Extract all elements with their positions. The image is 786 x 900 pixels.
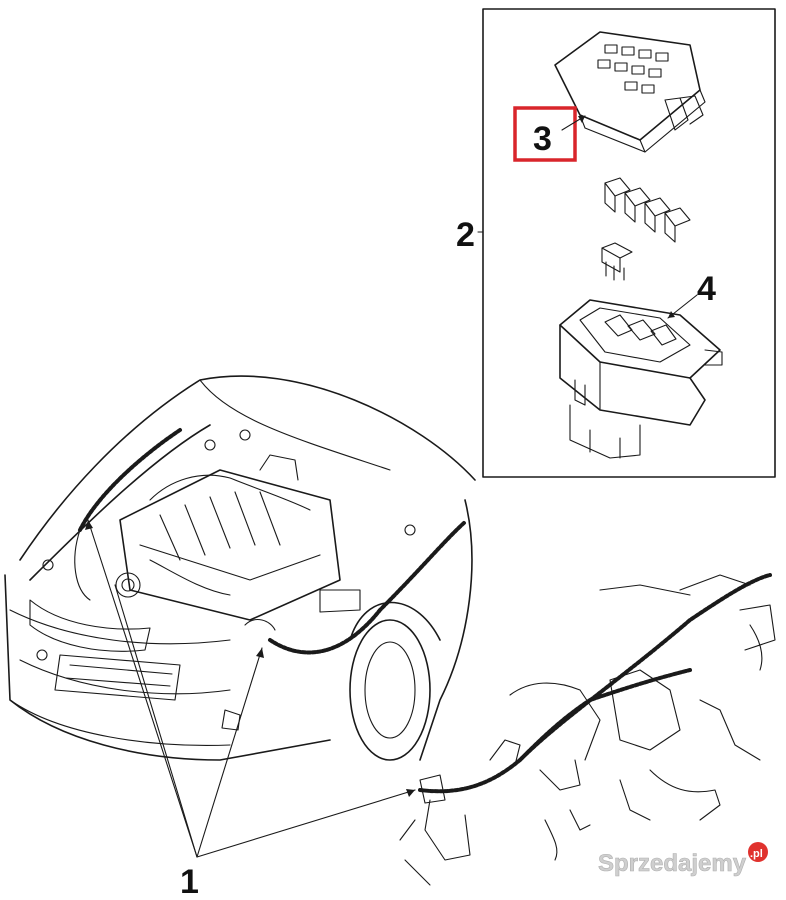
watermark: Sprzedajemy .pl	[598, 842, 768, 877]
callout-3-arrowhead	[578, 116, 585, 123]
callout-3-label: 3	[533, 120, 552, 158]
callout-2-label: 2	[456, 216, 475, 254]
relays	[604, 177, 691, 243]
mini-fuse	[601, 242, 633, 281]
fuse-box-body	[559, 299, 723, 459]
callout-1-leaders	[85, 519, 416, 858]
highlight-box	[513, 106, 577, 162]
watermark-suffix: .pl	[750, 848, 763, 860]
fuse-box-cover	[554, 31, 706, 153]
watermark-text: Sprzedajemy	[598, 850, 747, 877]
fuse-box-inset	[477, 8, 776, 478]
callout-1-label: 1	[180, 863, 199, 900]
watermark-dot-icon	[748, 842, 768, 862]
dashboard-harness	[399, 573, 776, 886]
callout-4-label: 4	[697, 270, 716, 308]
car-front	[4, 375, 476, 761]
callout-4-arrowhead	[668, 311, 675, 318]
inset-frame	[482, 8, 776, 478]
